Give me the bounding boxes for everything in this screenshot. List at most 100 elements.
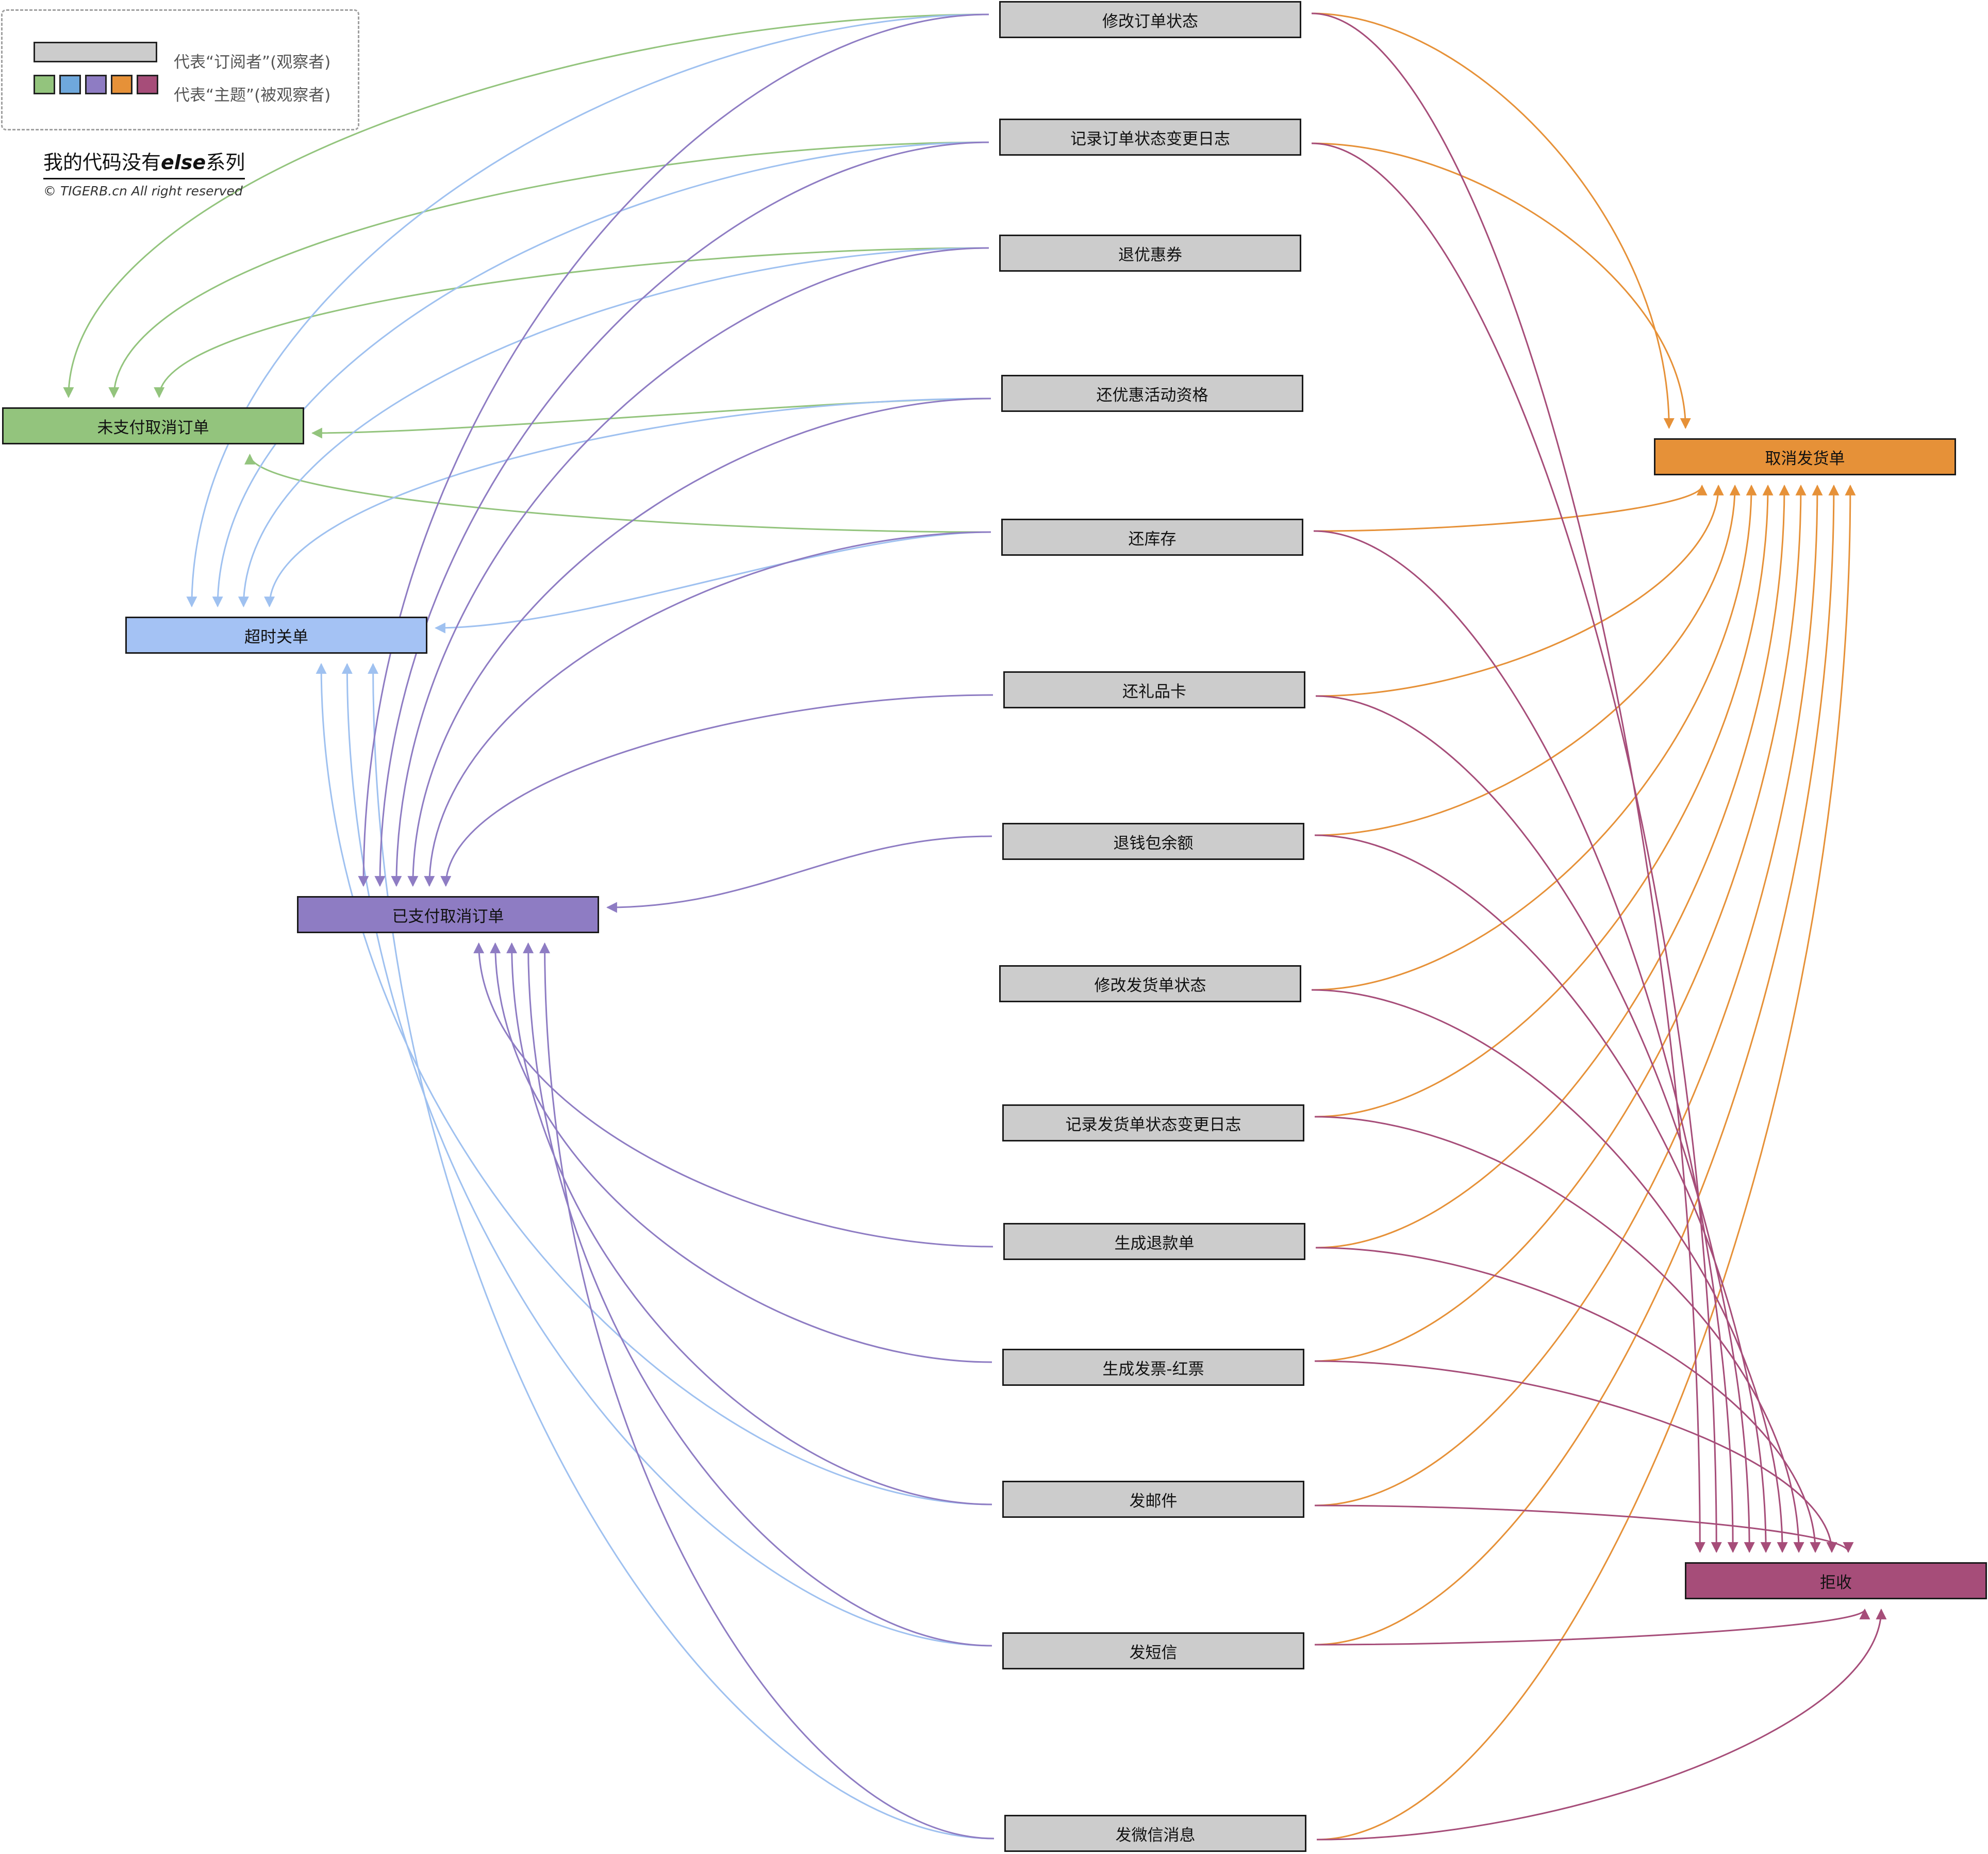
edge-o7-to-cancelship <box>1314 484 1741 836</box>
edge-o1-to-unpaid <box>63 13 989 399</box>
edge-o11-to-paid <box>490 942 992 1363</box>
subject-label: 拒收 <box>1820 1573 1852 1592</box>
subject-cancel-shipping-order[interactable]: 取消发货单 <box>1654 438 1956 475</box>
edge-o7-to-paid <box>606 835 992 913</box>
edge-o11-to-reject <box>1314 1360 1837 1553</box>
observer-label: 生成发票-红票 <box>1102 1360 1204 1379</box>
edge-o9-to-cancelship <box>1314 484 1774 1118</box>
observer-label: 生成退款单 <box>1114 1234 1195 1253</box>
observer-create-red-invoice[interactable]: 生成发票-红票 <box>1002 1349 1304 1386</box>
observer-send-sms[interactable]: 发短信 <box>1002 1632 1304 1669</box>
observer-restore-stock[interactable]: 还库存 <box>1001 519 1303 556</box>
brand-copyright: © TIGERB.cn All right reserved <box>43 184 243 198</box>
legend-swatch-magenta <box>137 75 158 94</box>
edge-o5-to-cancelship <box>1313 484 1708 532</box>
observer-label: 发邮件 <box>1129 1492 1178 1511</box>
edge-o9-to-reject <box>1314 1116 1804 1553</box>
edge-o4-to-timeout <box>264 398 991 608</box>
edge-o10-to-cancelship <box>1315 484 1790 1249</box>
observer-label: 发微信消息 <box>1115 1826 1196 1845</box>
subject-paid-cancel-order[interactable]: 已支付取消订单 <box>297 896 599 933</box>
edge-o14-to-reject <box>1316 1608 1887 1841</box>
edge-o5-to-unpaid <box>244 453 991 533</box>
edge-o10-to-paid <box>473 942 993 1248</box>
edge-o2-to-timeout <box>212 141 989 608</box>
edge-o6-to-paid <box>440 694 993 887</box>
brand-title-emph: else <box>161 151 206 174</box>
edge-o12-to-reject <box>1314 1504 1854 1553</box>
observer-label: 修改发货单状态 <box>1094 976 1206 995</box>
subject-label: 超时关单 <box>244 627 308 647</box>
subject-label: 未支付取消订单 <box>97 418 209 437</box>
legend-swatch-purple <box>85 75 107 94</box>
edge-o3-to-paid <box>391 247 989 887</box>
observer-update-shipping-status[interactable]: 修改发货单状态 <box>999 965 1301 1002</box>
observer-log-order-status[interactable]: 记录订单状态变更日志 <box>999 119 1301 156</box>
edge-o6-to-cancelship <box>1315 484 1724 697</box>
legend-observer-text: 代表“订阅者”(观察者) <box>174 53 331 72</box>
observer-refund-wallet[interactable]: 退钱包余额 <box>1002 823 1304 860</box>
observer-label: 记录订单状态变更日志 <box>1070 129 1230 148</box>
observer-label: 退优惠券 <box>1118 245 1182 264</box>
observer-refund-coupon[interactable]: 退优惠券 <box>999 235 1301 272</box>
edge-o12-to-cancelship <box>1314 484 1823 1507</box>
edge-o14-to-cancelship <box>1316 484 1856 1841</box>
edge-o2-to-reject <box>1311 142 1722 1553</box>
edge-o4-to-paid <box>407 398 991 887</box>
observer-label: 发短信 <box>1129 1643 1178 1662</box>
subject-label: 取消发货单 <box>1765 449 1845 468</box>
observer-label: 还库存 <box>1128 529 1177 549</box>
legend-subject-text: 代表“主题”(被观察者) <box>174 86 331 105</box>
edge-o1-to-paid <box>358 13 989 887</box>
observer-label: 还礼品卡 <box>1122 682 1186 701</box>
edge-o2-to-unpaid <box>108 141 989 399</box>
edge-o6-to-reject <box>1315 695 1755 1553</box>
legend-observer-swatch <box>34 42 157 62</box>
edge-o3-to-unpaid <box>154 247 989 399</box>
edge-o5-to-reject <box>1313 530 1738 1553</box>
edge-o1-to-reject <box>1311 12 1705 1553</box>
edge-o1-to-timeout <box>186 13 989 608</box>
edge-o13-to-paid <box>523 942 992 1647</box>
edge-o3-to-timeout <box>238 247 989 608</box>
observer-restore-promo-eligibility[interactable]: 还优惠活动资格 <box>1001 375 1303 412</box>
edge-o5-to-timeout <box>434 531 991 634</box>
legend: 代表“订阅者”(观察者) 代表“主题”(被观察者) <box>1 9 359 130</box>
edge-o10-to-reject <box>1315 1247 1821 1553</box>
subject-reject[interactable]: 拒收 <box>1685 1562 1987 1599</box>
observer-refund-gift-card[interactable]: 还礼品卡 <box>1003 671 1305 708</box>
brand-title: 我的代码没有else系列 <box>43 146 245 179</box>
legend-swatch-orange <box>111 75 132 94</box>
edge-o8-to-cancelship <box>1311 484 1757 991</box>
subject-unpaid-cancel-order[interactable]: 未支付取消订单 <box>2 407 304 444</box>
edge-o2-to-paid <box>374 141 989 887</box>
legend-swatch-blue <box>59 75 81 94</box>
subject-timeout-close-order[interactable]: 超时关单 <box>125 617 427 654</box>
observer-create-refund[interactable]: 生成退款单 <box>1003 1223 1305 1260</box>
brand-title-suffix: 系列 <box>206 151 245 174</box>
legend-swatch-green <box>34 75 55 94</box>
observer-send-email[interactable]: 发邮件 <box>1002 1481 1304 1518</box>
observer-label: 修改订单状态 <box>1102 12 1198 31</box>
edge-o13-to-reject <box>1314 1608 1870 1646</box>
edge-o14-to-paid <box>539 942 995 1840</box>
brand: 我的代码没有else系列 © TIGERB.cn All right reser… <box>43 146 245 198</box>
brand-title-prefix: 我的代码没有 <box>43 151 161 174</box>
edge-o13-to-cancelship <box>1314 484 1840 1646</box>
edge-o7-to-reject <box>1314 834 1771 1553</box>
edge-o12-to-paid <box>506 942 992 1505</box>
observer-update-order-status[interactable]: 修改订单状态 <box>999 1 1301 38</box>
subject-label: 已支付取消订单 <box>392 907 504 926</box>
observer-label: 退钱包余额 <box>1113 834 1194 853</box>
edge-o2-to-cancelship <box>1311 142 1691 429</box>
edge-o1-to-cancelship <box>1311 12 1675 429</box>
edge-o8-to-reject <box>1311 989 1788 1553</box>
edge-o11-to-cancelship <box>1314 484 1807 1362</box>
observer-label: 还优惠活动资格 <box>1096 386 1208 405</box>
edge-o14-to-timeout <box>368 663 995 1840</box>
observer-log-shipping-status[interactable]: 记录发货单状态变更日志 <box>1002 1104 1304 1141</box>
edge-o12-to-timeout <box>316 663 992 1505</box>
observer-send-wechat[interactable]: 发微信消息 <box>1004 1815 1306 1852</box>
observer-label: 记录发货单状态变更日志 <box>1065 1115 1241 1134</box>
